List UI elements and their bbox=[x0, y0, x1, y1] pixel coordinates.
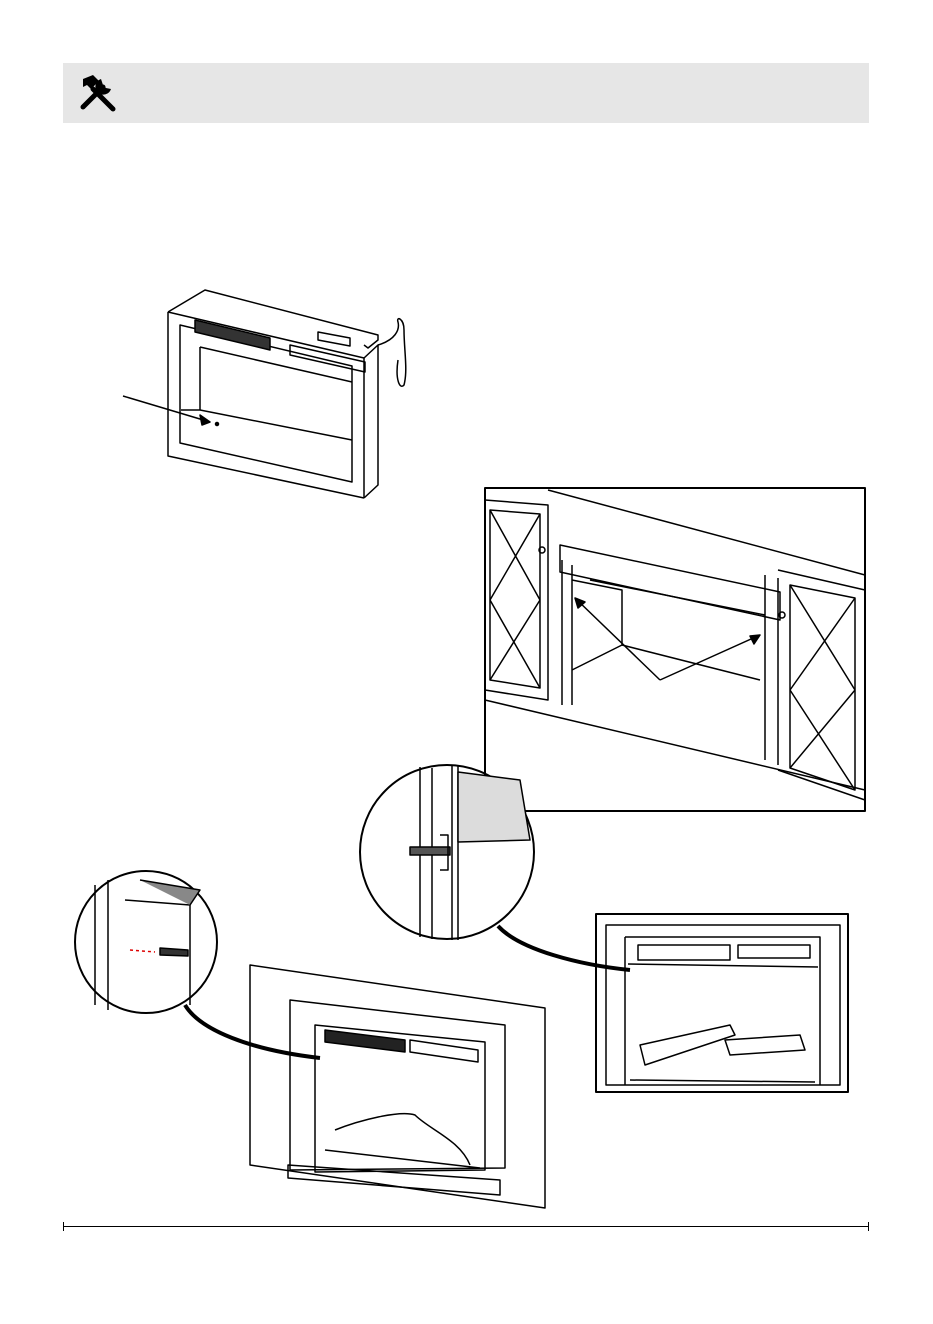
footer-tick-left bbox=[63, 1222, 64, 1231]
footer-rule bbox=[63, 1226, 869, 1227]
surround-install-drawing bbox=[250, 965, 545, 1208]
fireplace-insert-drawing bbox=[123, 290, 406, 498]
screw-detail-drawing bbox=[75, 871, 320, 1058]
cabinet-install-drawing bbox=[596, 914, 848, 1092]
cabinet-opening-drawing bbox=[485, 488, 865, 811]
footer-tick-right bbox=[868, 1222, 869, 1231]
bracket-detail-drawing bbox=[360, 765, 630, 970]
